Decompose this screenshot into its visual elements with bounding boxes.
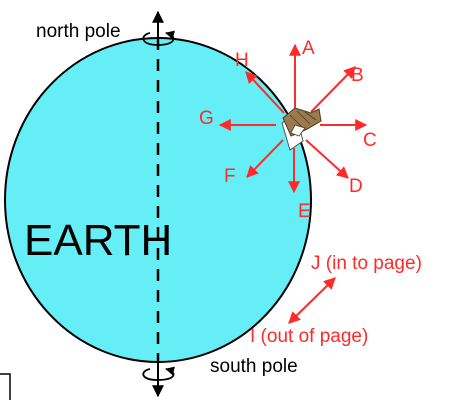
arrow-label-G: G	[199, 108, 214, 129]
arrow-IJ	[288, 277, 336, 324]
arrow-label-F: F	[224, 166, 236, 187]
south-rotation-icon	[142, 366, 175, 381]
arrow-label-J: J (in to page)	[311, 253, 422, 274]
arrow-label-D: D	[349, 176, 363, 197]
arrow-label-B: B	[351, 65, 364, 86]
arrow-H	[245, 71, 285, 114]
arrow-label-H: H	[235, 50, 249, 71]
arrow-label-A: A	[302, 38, 315, 59]
corner-frame	[0, 373, 11, 400]
arrow-label-E: E	[298, 201, 311, 222]
north-rotation-icon	[142, 30, 175, 46]
satellite-icon	[281, 107, 322, 151]
arrow-label-I: I (out of page)	[250, 326, 368, 347]
arrow-F	[246, 139, 284, 178]
arrow-B	[310, 66, 356, 113]
earth-label: EARTH	[24, 216, 172, 265]
arrow-D	[305, 139, 349, 179]
south-pole-label: south pole	[210, 356, 298, 377]
north-pole-label: north pole	[36, 21, 121, 42]
arrow-label-C: C	[363, 130, 377, 151]
